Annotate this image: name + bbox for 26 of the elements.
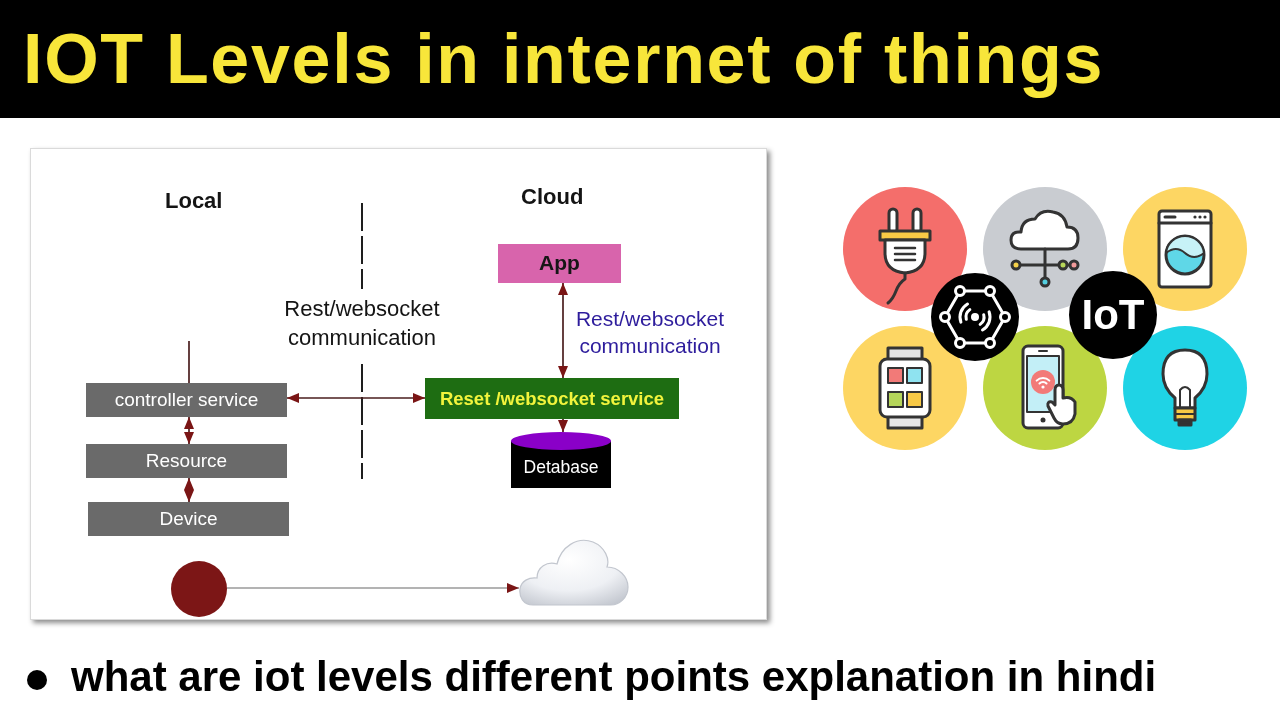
- section-heading: Local: [165, 188, 223, 214]
- node-label: Reset /websocket service: [439, 387, 665, 410]
- service-box: [425, 378, 679, 419]
- caption: what are iot levels different points explanation in hindi: [71, 653, 1157, 701]
- node-label: IoT: [1081, 290, 1145, 340]
- title: IOT Levels in internet of things: [23, 19, 1105, 100]
- double-arrow: [286, 393, 426, 403]
- connector-line: [188, 340, 190, 384]
- node-label: Device: [159, 508, 218, 530]
- section-heading: Cloud: [521, 184, 584, 210]
- node-label: App: [539, 251, 580, 276]
- database-cylinder: [511, 432, 611, 488]
- node-label: Detabase: [523, 456, 599, 477]
- process-box: [88, 502, 289, 536]
- arrow: [558, 418, 568, 433]
- node-label: Resource: [145, 450, 228, 472]
- note-text: Rest/websocket communication: [283, 295, 441, 352]
- app-box: [498, 244, 621, 283]
- node-label: controller service: [114, 389, 259, 411]
- process-box: [86, 444, 287, 478]
- double-arrow: [184, 477, 194, 503]
- double-arrow: [184, 416, 194, 445]
- arrow: [226, 583, 520, 593]
- process-box: [86, 383, 287, 417]
- endpoint-circle: [171, 561, 227, 617]
- double-arrow: [558, 282, 568, 379]
